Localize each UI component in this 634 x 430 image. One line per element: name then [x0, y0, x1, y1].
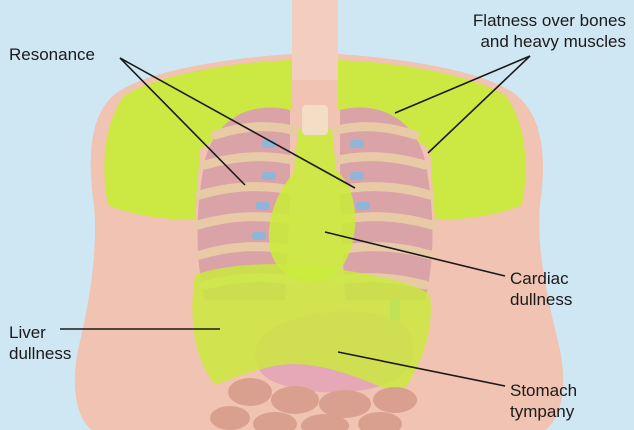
- liver-dullness-label: Liver dullness: [9, 322, 71, 364]
- cardiac-dullness-label: Cardiac dullness: [510, 268, 572, 310]
- sternum: [302, 105, 328, 135]
- resonance-label: Resonance: [9, 44, 95, 65]
- neck: [292, 0, 338, 80]
- stomach-tympany-label: Stomach tympany: [510, 380, 577, 422]
- flatness-label: Flatness over bones and heavy muscles: [432, 10, 626, 52]
